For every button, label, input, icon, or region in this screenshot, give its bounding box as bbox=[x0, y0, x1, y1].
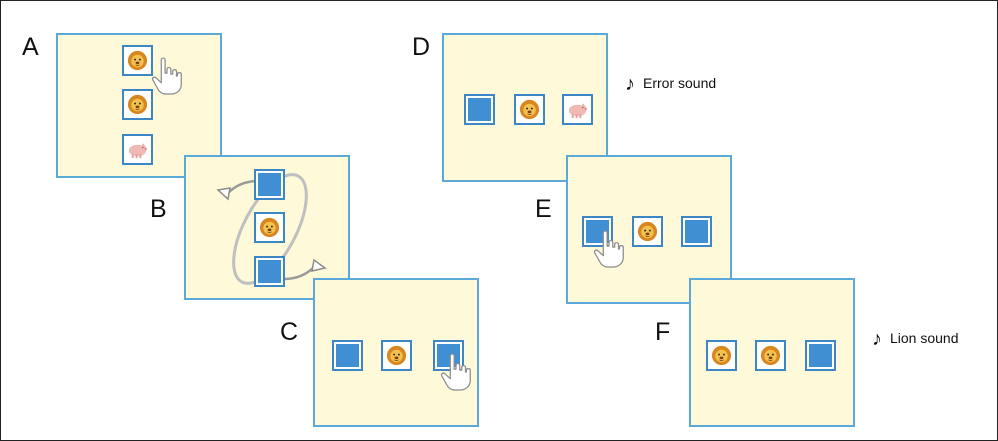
lion-card bbox=[514, 94, 545, 125]
blank-card bbox=[433, 340, 464, 371]
blank-card bbox=[254, 169, 285, 200]
panel-label-c: C bbox=[280, 318, 299, 346]
panel-label-b: B bbox=[150, 195, 167, 223]
music-note-icon: ♪ bbox=[625, 73, 635, 95]
panel-c bbox=[313, 278, 479, 427]
lion-card bbox=[632, 216, 663, 247]
lion-icon bbox=[710, 344, 733, 367]
lion-card bbox=[755, 340, 786, 371]
lion-card bbox=[122, 45, 153, 76]
lion-icon bbox=[518, 98, 541, 121]
lion-sound-label: Lion sound bbox=[890, 330, 959, 346]
pig-icon bbox=[566, 98, 589, 121]
lion-card bbox=[381, 340, 412, 371]
pig-card bbox=[562, 94, 593, 125]
pointing-hand-icon bbox=[590, 229, 628, 269]
panel-label-e: E bbox=[535, 195, 552, 223]
panel-label-f: F bbox=[655, 318, 671, 346]
pointing-hand-icon bbox=[437, 352, 475, 392]
lion-icon bbox=[126, 49, 149, 72]
blank-card bbox=[464, 94, 495, 125]
panel-b bbox=[184, 155, 350, 300]
blank-card bbox=[681, 216, 712, 247]
lion-icon bbox=[385, 344, 408, 367]
lion-icon bbox=[258, 216, 281, 239]
blank-card bbox=[254, 256, 285, 287]
music-note-icon: ♪ bbox=[872, 328, 882, 350]
panel-label-d: D bbox=[412, 33, 431, 61]
blank-card bbox=[332, 340, 363, 371]
lion-card bbox=[254, 212, 285, 243]
error-sound-label: Error sound bbox=[643, 75, 717, 91]
panel-label-a: A bbox=[22, 33, 39, 61]
lion-icon bbox=[636, 220, 659, 243]
panel-a bbox=[56, 33, 222, 178]
pig-card bbox=[122, 134, 153, 165]
lion-sound-note: ♪ Lion sound bbox=[872, 328, 959, 351]
error-sound-note: ♪ Error sound bbox=[625, 73, 716, 96]
panel-f bbox=[689, 278, 855, 427]
lion-card bbox=[122, 89, 153, 120]
lion-card bbox=[706, 340, 737, 371]
pig-icon bbox=[126, 138, 149, 161]
lion-icon bbox=[126, 93, 149, 116]
blank-card bbox=[805, 340, 836, 371]
lion-icon bbox=[759, 344, 782, 367]
pointing-hand-icon bbox=[148, 56, 186, 96]
